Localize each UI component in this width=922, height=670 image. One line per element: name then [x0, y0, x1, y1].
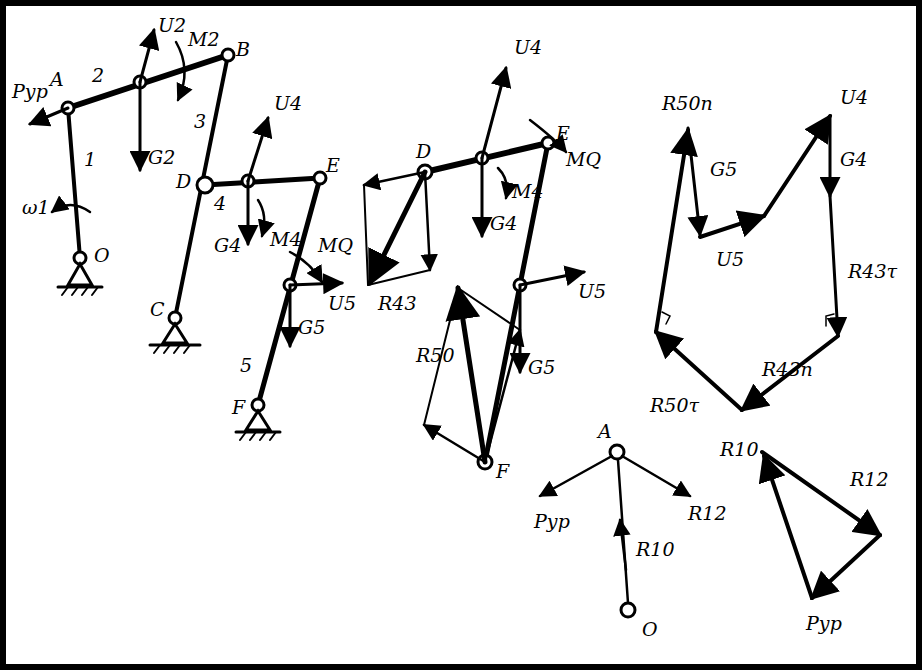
force-label: F — [232, 398, 245, 417]
force-label: 3 — [194, 112, 206, 131]
force-label: 5 — [240, 356, 252, 375]
force-label: D — [176, 172, 191, 191]
force-label: R50n — [662, 94, 713, 113]
force-label: R12 — [688, 504, 726, 523]
force-label: G4 — [214, 236, 241, 255]
force-label: R50τ — [650, 396, 699, 415]
force-label: U4 — [274, 94, 302, 113]
force-label: Pур — [12, 82, 48, 101]
force-label: A — [50, 70, 64, 89]
force-label: U2 — [158, 16, 186, 35]
force-label: R10 — [720, 440, 758, 459]
force-label: C — [150, 300, 165, 319]
force-label: G4 — [840, 150, 867, 169]
force-label: R10 — [636, 540, 674, 559]
mechanism-scheme — [30, 30, 880, 617]
force-label: B — [236, 40, 250, 59]
force-label: R50 — [416, 346, 454, 365]
force-label: M2 — [188, 30, 220, 49]
force-label: R12 — [850, 470, 888, 489]
force-label: ω1 — [22, 198, 50, 217]
force-label: U5 — [328, 294, 356, 313]
force-label: MQ — [566, 150, 601, 169]
force-label: A — [598, 422, 612, 441]
force-label: E — [556, 124, 570, 143]
frame — [3, 3, 919, 667]
force-label: G2 — [148, 148, 175, 167]
force-label: G4 — [490, 214, 517, 233]
force-label: 1 — [84, 150, 96, 169]
force-label: U4 — [840, 88, 868, 107]
force-label: O — [94, 246, 110, 265]
force-label: G5 — [298, 318, 325, 337]
force-label: G5 — [528, 358, 555, 377]
force-label: MQ — [318, 236, 353, 255]
force-label: D — [416, 142, 431, 161]
force-label: R43n — [762, 360, 813, 379]
force-label: Pур — [534, 512, 570, 531]
force-label: O — [642, 620, 658, 639]
force-label: G5 — [710, 160, 737, 179]
force-label: M4 — [512, 182, 544, 201]
force-label: 2 — [92, 66, 104, 85]
force-label: F — [496, 462, 509, 481]
force-label: M4 — [270, 230, 302, 249]
force-label: R43 — [378, 294, 416, 313]
force-label: R43τ — [848, 262, 897, 281]
force-label: U4 — [514, 38, 542, 57]
force-label: U5 — [716, 250, 744, 269]
force-label: Pур — [806, 614, 842, 633]
force-label: 4 — [214, 194, 226, 213]
force-label: U5 — [578, 282, 606, 301]
force-label: E — [326, 156, 340, 175]
